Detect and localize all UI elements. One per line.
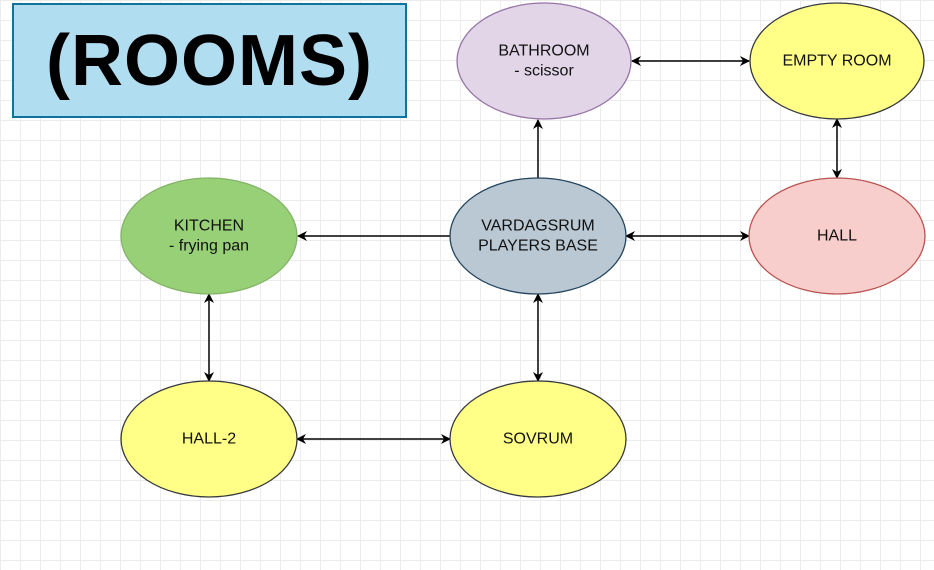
bathroom-label-2: - scissor	[514, 63, 574, 80]
hall-label-1: HALL	[817, 228, 857, 245]
kitchen-label-1: KITCHEN	[174, 218, 244, 235]
node-bathroom: BATHROOM - scissor	[456, 2, 632, 120]
nodes-layer: BATHROOM - scissor EMPTY ROOM KITCHEN - fryi…	[120, 2, 926, 498]
empty-room-ellipse	[749, 2, 925, 120]
bathroom-label-1: BATHROOM	[498, 43, 589, 60]
kitchen-label-2: - frying pan	[169, 238, 249, 255]
hall-ellipse	[748, 177, 926, 295]
edges-layer	[204, 56, 842, 444]
node-kitchen: KITCHEN - frying pan	[120, 177, 298, 295]
hall-2-ellipse	[120, 380, 298, 498]
node-sovrum: SOVRUM	[449, 380, 627, 498]
kitchen-ellipse	[120, 177, 298, 295]
node-hall: HALL	[748, 177, 926, 295]
bathroom-ellipse	[456, 2, 632, 120]
empty-room-label-1: EMPTY ROOM	[782, 53, 891, 70]
vardagsrum-label-2: PLAYERS BASE	[478, 238, 598, 255]
sovrum-ellipse	[449, 380, 627, 498]
node-vardagsrum: VARDAGSRUM PLAYERS BASE	[449, 177, 627, 295]
node-hall-2: HALL-2	[120, 380, 298, 498]
hall-2-label-1: HALL-2	[182, 431, 236, 448]
vardagsrum-label-1: VARDAGSRUM	[481, 218, 595, 235]
sovrum-label-1: SOVRUM	[503, 431, 573, 448]
node-empty-room: EMPTY ROOM	[749, 2, 925, 120]
title-box: (ROOMS)	[12, 3, 407, 118]
vardagsrum-ellipse	[449, 177, 627, 295]
diagram-title: (ROOMS)	[46, 20, 373, 101]
